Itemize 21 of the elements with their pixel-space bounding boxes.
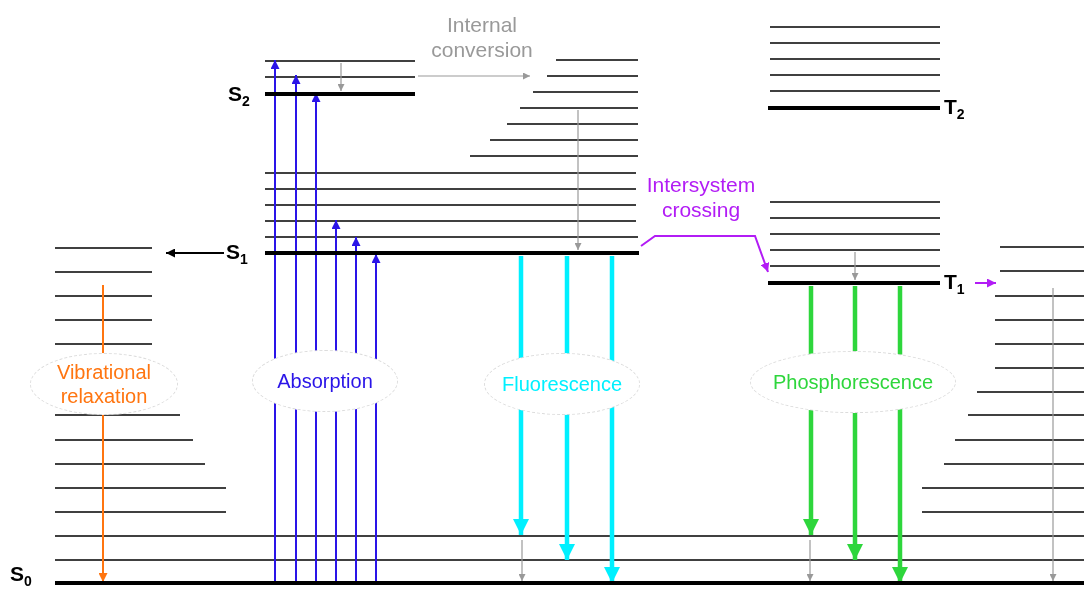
arrow <box>291 74 301 582</box>
state-label: S$_{2}$ <box>228 83 250 112</box>
arrow <box>417 72 531 80</box>
arrow <box>851 251 859 281</box>
edge-label: Fluorescence <box>484 353 640 415</box>
edge-label: Absorption <box>252 350 398 412</box>
state-label: T$_{1}$ <box>944 271 965 300</box>
edge-label: Vibrational relaxation <box>30 353 178 415</box>
state-label: S$_{1}$ <box>226 241 248 270</box>
arrow <box>574 109 582 251</box>
arrow <box>337 62 345 92</box>
arrow <box>270 59 280 582</box>
arrow <box>518 539 526 582</box>
arrow <box>640 235 770 273</box>
arrow <box>1049 287 1057 582</box>
state-label: S$_{0}$ <box>10 563 32 591</box>
state-label: T$_{2}$ <box>944 96 965 125</box>
edge-label: Phosphorescence <box>750 351 956 413</box>
arrow <box>806 539 814 582</box>
arrow <box>165 248 225 258</box>
arrow <box>974 278 997 288</box>
